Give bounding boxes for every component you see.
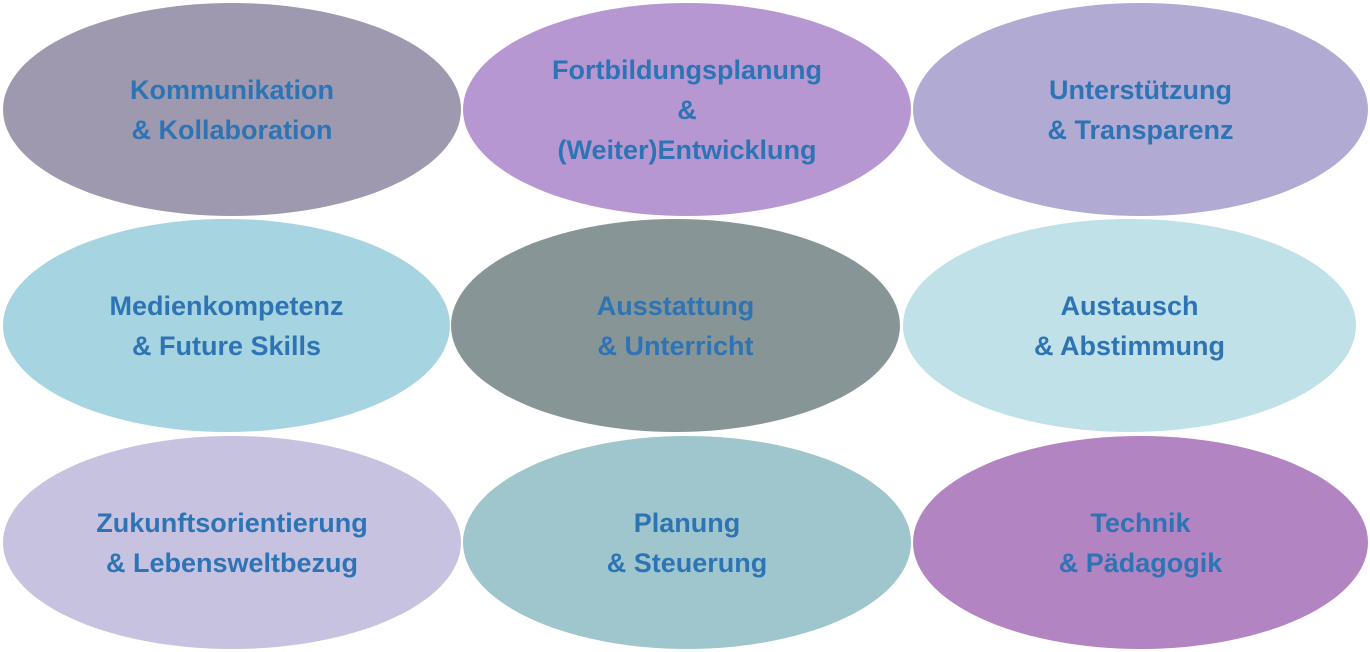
ellipse-label-line: Zukunftsorientierung bbox=[96, 507, 368, 538]
ellipse-medienkompetenz-future-skills: Medienkompetenz & Future Skills bbox=[3, 219, 450, 432]
ellipse-unterstuetzung-transparenz: Unterstützung & Transparenz bbox=[913, 3, 1368, 216]
ellipse-label-line: (Weiter)Entwicklung bbox=[557, 134, 817, 165]
ellipse-label-line: Medienkompetenz bbox=[109, 290, 344, 321]
ellipse-zukunftsorientierung-lebensweltbezug: Zukunftsorientierung & Lebensweltbezug bbox=[3, 436, 461, 649]
ellipse-label-line: & bbox=[677, 94, 697, 125]
ellipse-label-line: Ausstattung bbox=[596, 290, 755, 321]
ellipse-planung-steuerung: Planung & Steuerung bbox=[463, 436, 911, 649]
ellipse-label-line: & Lebensweltbezug bbox=[105, 547, 359, 578]
ellipse-label-line: Austausch bbox=[1060, 290, 1199, 321]
ellipse-label-line: & Transparenz bbox=[1047, 114, 1234, 145]
ellipse-label-line: Unterstützung bbox=[1049, 74, 1232, 105]
ellipse-label-line: & Pädagogik bbox=[1058, 547, 1223, 578]
ellipse-technik-paedagogik: Technik & Pädagogik bbox=[913, 436, 1368, 649]
ellipse-label-line: Fortbildungsplanung bbox=[552, 54, 822, 85]
ellipse-label-line: & Kollaboration bbox=[131, 114, 333, 145]
ellipse-fortbildungsplanung-entwicklung: Fortbildungsplanung & (Weiter)Entwicklun… bbox=[463, 3, 911, 216]
ellipse-label-line: & Future Skills bbox=[131, 330, 322, 361]
ellipse-kommunikation-kollaboration: Kommunikation & Kollaboration bbox=[3, 3, 461, 216]
ellipse-label-line: & Abstimmung bbox=[1034, 330, 1225, 361]
ellipse-label-line: & Steuerung bbox=[606, 547, 768, 578]
ellipse-label-line: Planung bbox=[633, 507, 741, 538]
ellipse-label-line: & Unterricht bbox=[597, 330, 754, 361]
ellipse-ausstattung-unterricht: Ausstattung & Unterricht bbox=[451, 219, 900, 432]
ellipse-label-line: Technik bbox=[1090, 507, 1191, 538]
ellipse-label-line: Kommunikation bbox=[129, 74, 334, 105]
ellipse-austausch-abstimmung: Austausch & Abstimmung bbox=[903, 219, 1356, 432]
